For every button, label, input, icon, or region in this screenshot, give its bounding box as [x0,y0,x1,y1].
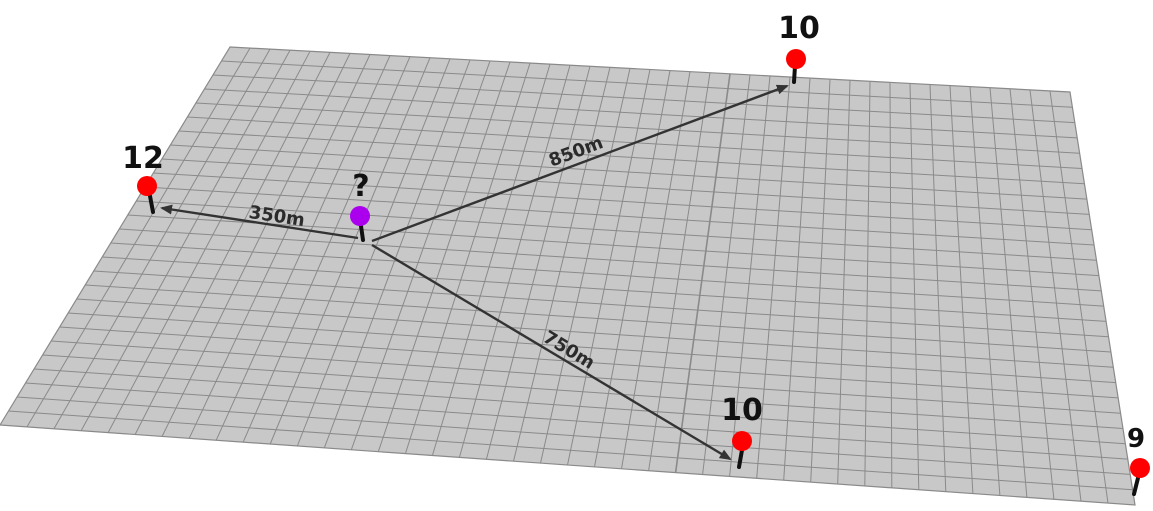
grid-line [34,368,1126,445]
pin-unknown: ? [350,169,370,242]
grid-line [178,130,1085,185]
grid-line [594,70,671,467]
grid-line [269,57,431,445]
pin-bottom: 10 [721,393,763,469]
grid-line [102,256,1107,322]
grid-line [93,270,1109,338]
arrow-to-bottom-pin [371,243,732,461]
grid-line [989,87,1028,498]
grid-line [161,53,351,437]
grid-line [107,51,311,433]
grid-line [127,214,1099,277]
grid-line [1029,89,1082,502]
grid-line [296,58,451,447]
pin-head-red [786,49,806,69]
grid-line [323,59,471,449]
pin-head-purple [350,206,370,226]
grid-line [76,298,1114,368]
grid-line [702,74,751,475]
grid-line [929,84,947,492]
grid-line [1009,88,1055,500]
grid-line [110,242,1104,307]
grid-line [119,228,1102,292]
grid-line [53,48,271,430]
grid-line [350,60,491,450]
grid-line [85,284,1111,353]
grid-line [51,340,1121,414]
grid-line [134,52,331,435]
grid-line [68,312,1116,384]
pin-top: 10 [778,11,820,84]
grid-line [458,65,571,458]
grid-line [889,82,893,488]
grid-line [195,102,1080,154]
arrow-to-left-pin [160,204,359,240]
grid-line [42,354,1124,429]
pin-left: 12 [122,141,164,214]
distance-arrows [160,84,789,461]
ground-grid [8,47,1133,504]
pin-value-label: 10 [721,393,763,428]
grid-line [864,81,871,487]
grid-line [221,60,1073,108]
grid-line [1049,90,1109,504]
pin-value-label: 12 [122,141,164,176]
grid-line [404,62,531,454]
grid-line [212,74,1075,124]
arrow-to-top-pin [371,84,789,243]
grid-line [949,85,974,494]
grid-line [485,66,591,460]
pin-stem [359,224,365,242]
grid-line [909,83,920,490]
grid-line [144,186,1095,246]
pin-value-label: 10 [778,11,820,46]
grid-line [810,79,831,483]
grid-line [377,61,511,452]
grid-line [188,54,371,439]
grid-line [567,69,651,466]
pin-head-red [137,176,157,196]
grid-line [16,396,1131,475]
grid-line [513,67,611,462]
pin-stem [148,194,155,214]
pins: 10 12 10 9 ? [122,11,1150,496]
pin-corner: 9 [1127,424,1150,496]
grid-line [25,382,1128,460]
grid-line [153,172,1092,231]
grid-line [431,63,551,456]
pin-value-label: 9 [1127,424,1145,454]
grid-line [215,55,391,441]
pin-unknown-label: ? [352,169,369,204]
grid-line [540,68,631,464]
grid-line [969,86,1001,496]
grid-line [80,49,291,431]
grid-line [621,71,691,469]
grid-line [242,56,411,443]
grid-line [204,88,1078,139]
grid-line [783,78,811,481]
grid-line [8,410,1133,491]
pin-head-red [1130,458,1150,478]
grid-line [729,75,771,477]
grid-line [648,72,711,471]
grid-line [161,158,1090,215]
pin-stem [1132,476,1140,496]
pin-head-red [732,431,752,451]
grid-line [674,73,731,473]
grid-line [136,200,1097,261]
grid-line [59,326,1119,399]
grid-line [26,47,251,428]
grid-line [756,76,791,479]
grid-line [170,144,1087,200]
pin-stem [737,448,744,469]
grid-line [837,80,851,485]
